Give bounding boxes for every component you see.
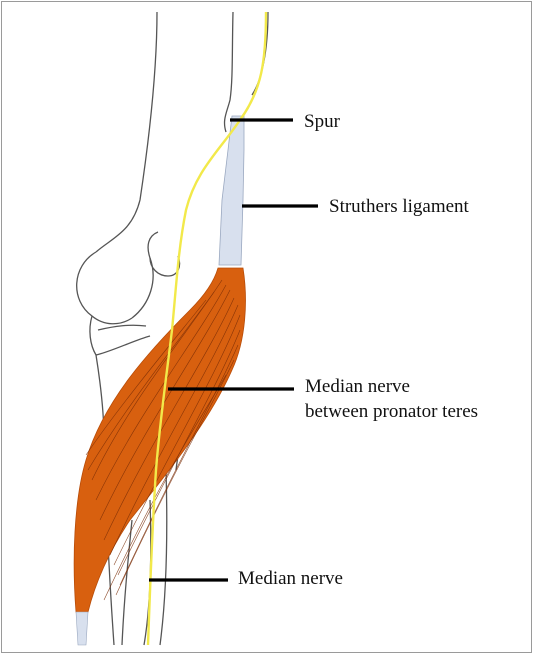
distal-tendon [76, 612, 88, 645]
label-median-nerve: Median nerve [238, 568, 343, 590]
label-median-nerve-pronator-line1: Median nerve [305, 376, 410, 398]
struthers-ligament [219, 116, 244, 265]
label-median-nerve-pronator-line2: between pronator teres [305, 401, 478, 423]
label-spur: Spur [304, 111, 340, 133]
label-struthers-ligament: Struthers ligament [329, 196, 469, 218]
